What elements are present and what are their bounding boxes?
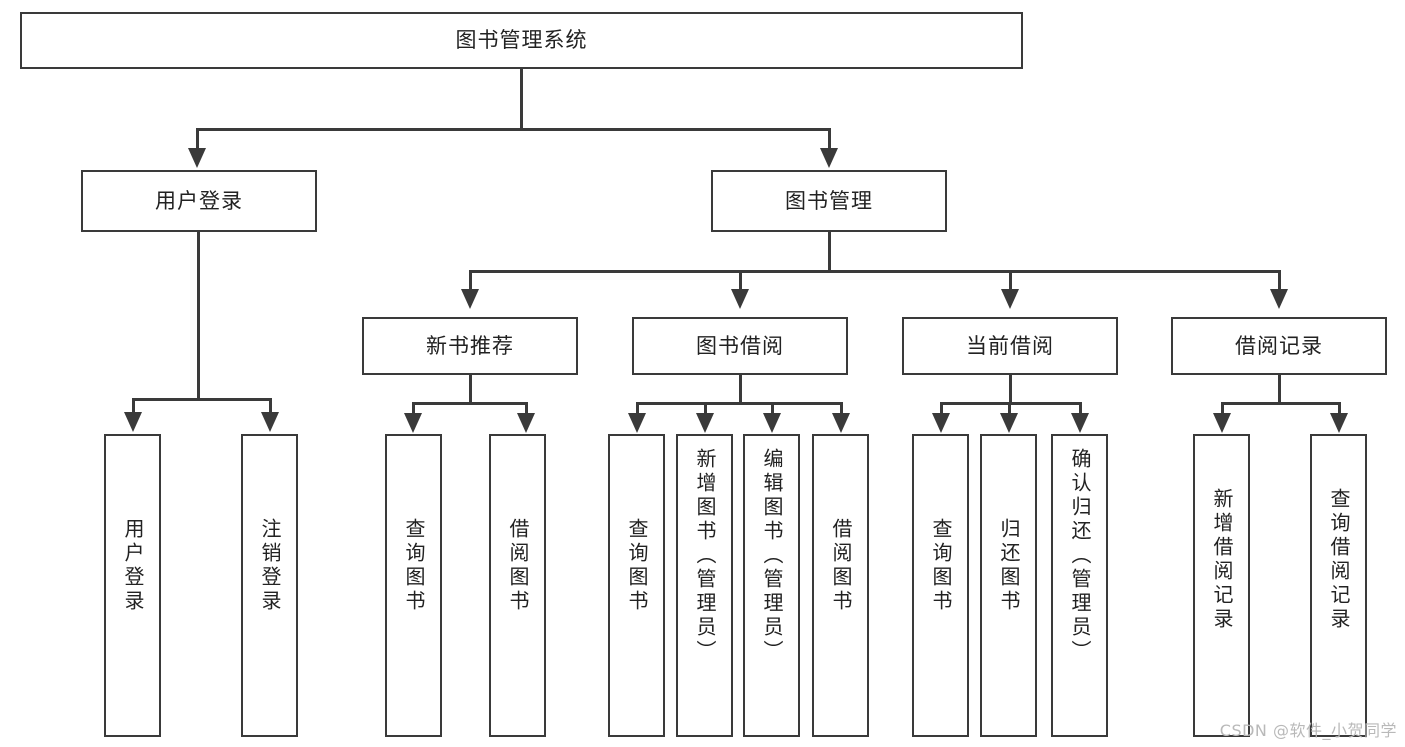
arrow-to-leaf-add-record: [1213, 413, 1231, 433]
connector-book-mgmt-stem: [828, 232, 831, 272]
connector-book-borrow-drop-2: [704, 402, 707, 414]
connector-book-borrow-drop-4: [840, 402, 843, 414]
connector-user-login-bus: [133, 398, 272, 401]
connector-borrow-record-drop-2: [1338, 402, 1341, 414]
connector-root-drop-1: [196, 128, 199, 150]
node-label: 当前借阅: [966, 333, 1054, 358]
connector-borrow-record-stem: [1278, 375, 1281, 404]
arrow-to-current-borrow: [1001, 289, 1019, 309]
connector-root-stem: [520, 69, 523, 129]
leaf-query-book-current[interactable]: 查询图书: [912, 434, 969, 737]
node-book-management[interactable]: 图书管理: [711, 170, 947, 232]
leaf-add-book-admin[interactable]: 新增图书（管理员）: [676, 434, 733, 737]
connector-borrow-record-drop-1: [1221, 402, 1224, 414]
leaf-borrow-book-new[interactable]: 借阅图书: [489, 434, 546, 737]
connector-current-borrow-stem: [1009, 375, 1012, 404]
connector-book-borrow-stem: [739, 375, 742, 404]
connector-root-drop-2: [828, 128, 831, 150]
leaf-confirm-return-admin[interactable]: 确认归还（管理员）: [1051, 434, 1108, 737]
node-label: 借阅图书: [829, 518, 853, 614]
connector-new-book-drop-1: [412, 402, 415, 414]
arrow-to-borrow-record: [1270, 289, 1288, 309]
leaf-query-book-new[interactable]: 查询图书: [385, 434, 442, 737]
arrow-to-leaf-user-login: [124, 412, 142, 432]
leaf-borrow-book-borrow[interactable]: 借阅图书: [812, 434, 869, 737]
node-label: 查询图书: [625, 518, 649, 614]
leaf-add-borrow-record[interactable]: 新增借阅记录: [1193, 434, 1250, 737]
arrow-root-to-user-login: [188, 148, 206, 168]
arrow-root-to-book-mgmt: [820, 148, 838, 168]
node-borrow-record[interactable]: 借阅记录: [1171, 317, 1387, 375]
node-root-system[interactable]: 图书管理系统: [20, 12, 1023, 69]
leaf-return-book[interactable]: 归还图书: [980, 434, 1037, 737]
connector-book-mgmt-drop-2: [739, 270, 742, 290]
arrow-to-leaf-edit-book: [763, 413, 781, 433]
connector-book-mgmt-bus: [470, 270, 1280, 273]
node-label: 新增图书（管理员）: [693, 448, 717, 664]
arrow-to-book-borrow: [731, 289, 749, 309]
node-label: 查询图书: [402, 518, 426, 614]
connector-book-borrow-bus: [637, 402, 841, 405]
node-label: 新增借阅记录: [1210, 488, 1234, 632]
node-label: 用户登录: [155, 188, 243, 213]
node-label: 图书管理系统: [455, 28, 588, 53]
node-label: 确认归还（管理员）: [1068, 448, 1092, 664]
arrow-to-leaf-borrow-book-a: [517, 413, 535, 433]
arrow-to-leaf-add-book: [696, 413, 714, 433]
connector-book-mgmt-drop-1: [469, 270, 472, 290]
connector-root-bus: [197, 128, 831, 131]
node-user-login[interactable]: 用户登录: [81, 170, 317, 232]
leaf-query-borrow-record[interactable]: 查询借阅记录: [1310, 434, 1367, 737]
arrow-to-leaf-query-book-c: [932, 413, 950, 433]
connector-current-borrow-drop-2: [1008, 402, 1011, 414]
connector-book-borrow-drop-3: [771, 402, 774, 414]
arrow-to-leaf-logout: [261, 412, 279, 432]
connector-new-book-bus: [413, 402, 526, 405]
arrow-to-leaf-return-book: [1000, 413, 1018, 433]
node-label: 借阅记录: [1235, 333, 1323, 358]
arrow-to-leaf-query-book-a: [404, 413, 422, 433]
arrow-to-leaf-confirm-return: [1071, 413, 1089, 433]
node-label: 图书管理: [785, 188, 873, 213]
node-label: 归还图书: [997, 518, 1021, 614]
leaf-edit-book-admin[interactable]: 编辑图书（管理员）: [743, 434, 800, 737]
leaf-user-login[interactable]: 用户登录: [104, 434, 161, 737]
node-label: 查询借阅记录: [1327, 488, 1351, 632]
node-label: 编辑图书（管理员）: [760, 448, 784, 664]
node-label: 借阅图书: [506, 518, 530, 614]
node-label: 查询图书: [929, 518, 953, 614]
arrow-to-leaf-borrow-book-b: [832, 413, 850, 433]
leaf-logout[interactable]: 注销登录: [241, 434, 298, 737]
node-label: 注销登录: [258, 518, 282, 614]
node-new-book-recommend[interactable]: 新书推荐: [362, 317, 578, 375]
connector-book-borrow-drop-1: [636, 402, 639, 414]
connector-user-login-stem: [197, 232, 200, 400]
node-book-borrow[interactable]: 图书借阅: [632, 317, 848, 375]
arrow-to-new-book-rec: [461, 289, 479, 309]
connector-new-book-stem: [469, 375, 472, 404]
node-label: 用户登录: [121, 518, 145, 614]
node-label: 图书借阅: [696, 333, 784, 358]
connector-book-mgmt-drop-3: [1009, 270, 1012, 290]
arrow-to-leaf-query-record: [1330, 413, 1348, 433]
connector-new-book-drop-2: [525, 402, 528, 414]
connector-user-login-drop-2: [269, 398, 272, 413]
connector-current-borrow-drop-3: [1079, 402, 1082, 414]
node-current-borrow[interactable]: 当前借阅: [902, 317, 1118, 375]
connector-current-borrow-drop-1: [940, 402, 943, 414]
connector-book-mgmt-drop-4: [1278, 270, 1281, 290]
arrow-to-leaf-query-book-b: [628, 413, 646, 433]
leaf-query-book-borrow[interactable]: 查询图书: [608, 434, 665, 737]
connector-user-login-drop-1: [132, 398, 135, 413]
node-label: 新书推荐: [426, 333, 514, 358]
connector-borrow-record-bus: [1222, 402, 1339, 405]
